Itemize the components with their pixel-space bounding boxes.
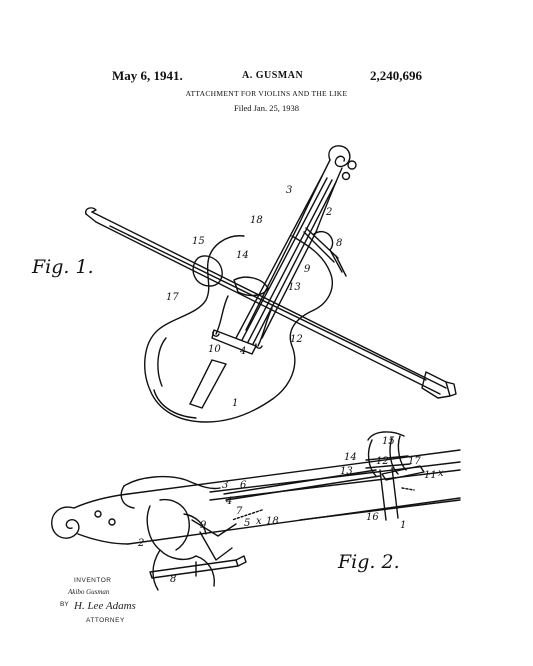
fig2-ref-16: 16 — [366, 512, 379, 523]
fig2-ref-7: 7 — [236, 506, 243, 517]
patent-date: May 6, 1941. — [112, 68, 183, 83]
inventor-name-header: A. GUSMAN — [242, 70, 304, 81]
fig1-ref-13: 13 — [288, 282, 301, 293]
attorney-signature: H. Lee Adams — [74, 600, 136, 612]
fig2-ref-17: 17 — [408, 456, 421, 467]
fig1-ref-1: 1 — [232, 398, 238, 409]
fig1-reference-numbers: 3 2 18 15 14 8 9 17 13 10 4 12 1 — [166, 185, 342, 409]
fig2-ref-18: 18 — [266, 516, 279, 527]
inventor-signature: Akibo Gusman — [68, 588, 110, 596]
fig2-ref-3: 3 — [222, 480, 228, 491]
patent-number: 2,240,696 — [370, 68, 422, 83]
fig2-reference-numbers: 14 15 13 12 17 11 x 3 6 4 7 9 5 x 18 16 … — [137, 436, 444, 585]
filed-date: Filed Jan. 25, 1938 — [234, 103, 299, 113]
inventor-label: INVENTOR — [74, 577, 112, 584]
fig2-ref-x-upper: x — [438, 468, 444, 479]
fig1-ref-4: 4 — [239, 346, 246, 357]
by-label: BY — [60, 601, 69, 608]
fig1-ref-12: 12 — [290, 334, 303, 345]
fig2-ref-5: 5 — [244, 518, 250, 529]
fig2-ref-12: 12 — [376, 456, 389, 467]
fig1-ref-3: 3 — [286, 185, 292, 196]
patent-title: ATTACHMENT FOR VIOLINS AND THE LIKE — [185, 89, 348, 98]
fig1-ref-15: 15 — [192, 236, 205, 247]
fig2-ref-11: 11 — [424, 470, 437, 481]
fig1-ref-14: 14 — [236, 250, 249, 261]
fig2-ref-9: 9 — [200, 520, 207, 531]
fig2-ref-2: 2 — [137, 538, 144, 549]
fig2-ref-14: 14 — [344, 452, 357, 463]
fig2-ref-4-left: 4 — [225, 496, 232, 507]
fig2-ref-1: 1 — [400, 520, 406, 531]
fig1-ref-18: 18 — [250, 215, 263, 226]
fig1-ref-10: 10 — [208, 344, 221, 355]
fig2-ref-x-lower: x — [256, 516, 262, 527]
fig1-ref-8: 8 — [336, 238, 342, 249]
fig2-ref-8: 8 — [170, 574, 176, 585]
fig1-ref-17: 17 — [166, 292, 179, 303]
fig2-ref-15: 15 — [382, 436, 395, 447]
fig2-ref-6: 6 — [240, 480, 247, 491]
fig2-label: Fig. 2. — [338, 551, 400, 573]
fig1-ref-2: 2 — [325, 207, 332, 218]
fig1-ref-9: 9 — [304, 264, 311, 275]
fig1-violin-drawing — [84, 145, 457, 423]
fig2-ref-13: 13 — [340, 466, 353, 477]
attorney-label: ATTORNEY — [86, 617, 125, 624]
fig1-label: Fig. 1. — [32, 256, 94, 278]
fig2-attachment-drawing — [51, 431, 461, 591]
